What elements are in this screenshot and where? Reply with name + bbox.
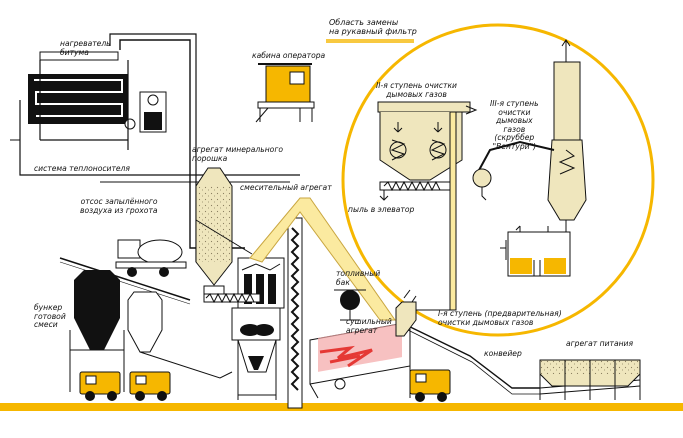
venturi-scrubber xyxy=(472,39,587,277)
operator-cabin xyxy=(255,63,315,123)
dryer-label: сушильный агрегат xyxy=(346,317,392,335)
fuel-tank xyxy=(334,289,366,321)
conveyor-label: конвейер xyxy=(484,349,522,358)
replacement-zone-underline xyxy=(326,39,414,43)
stage3-label: III-я ступень очистки дымовых газов (скр… xyxy=(490,99,539,151)
ground-bar xyxy=(0,403,683,411)
stage2-label: II-я ступень очистки дымовых газов xyxy=(376,81,457,99)
feed-bins xyxy=(539,359,641,400)
mixing-unit-label: смесительный агрегат xyxy=(240,183,332,192)
bitumen-tank-truck xyxy=(115,239,187,277)
bitumen-heater xyxy=(10,33,300,262)
bitumen-heater-label: нагреватель битума xyxy=(60,39,111,57)
stage1-label: I-я ступень (предварительная) очистки ды… xyxy=(438,309,562,327)
mixing-unit xyxy=(203,257,285,400)
replace-zone-label: Область замены на рукавный фильтр xyxy=(329,18,417,36)
truck-left-2 xyxy=(129,371,171,401)
stage1-precleaner xyxy=(395,289,450,337)
truck-dryer xyxy=(409,369,451,402)
dusty-air-label: отсос запылённого воздуха из грохота xyxy=(80,197,158,215)
operator-cabin-label: кабина оператора xyxy=(252,51,326,60)
ready-bunker-label: бункер готовой смеси xyxy=(34,303,66,330)
mineral-powder-silo xyxy=(195,167,233,300)
dust-elevator-label: пыль в элеватор xyxy=(348,205,415,214)
fuel-tank-label: топливный бак xyxy=(336,269,381,287)
dryer-drum xyxy=(309,321,411,399)
stage2-cyclones xyxy=(377,101,471,201)
heat-carrier-label: система теплоносителя xyxy=(34,164,130,173)
ready-mix-bunker xyxy=(59,257,233,392)
replacement-zone-circle xyxy=(341,23,655,337)
mineral-powder-label: агрегат минерального порошка xyxy=(192,145,283,163)
feed-unit-label: агрегат питания xyxy=(566,339,634,348)
truck-left-1 xyxy=(79,371,121,401)
hot-elevator xyxy=(287,217,303,409)
